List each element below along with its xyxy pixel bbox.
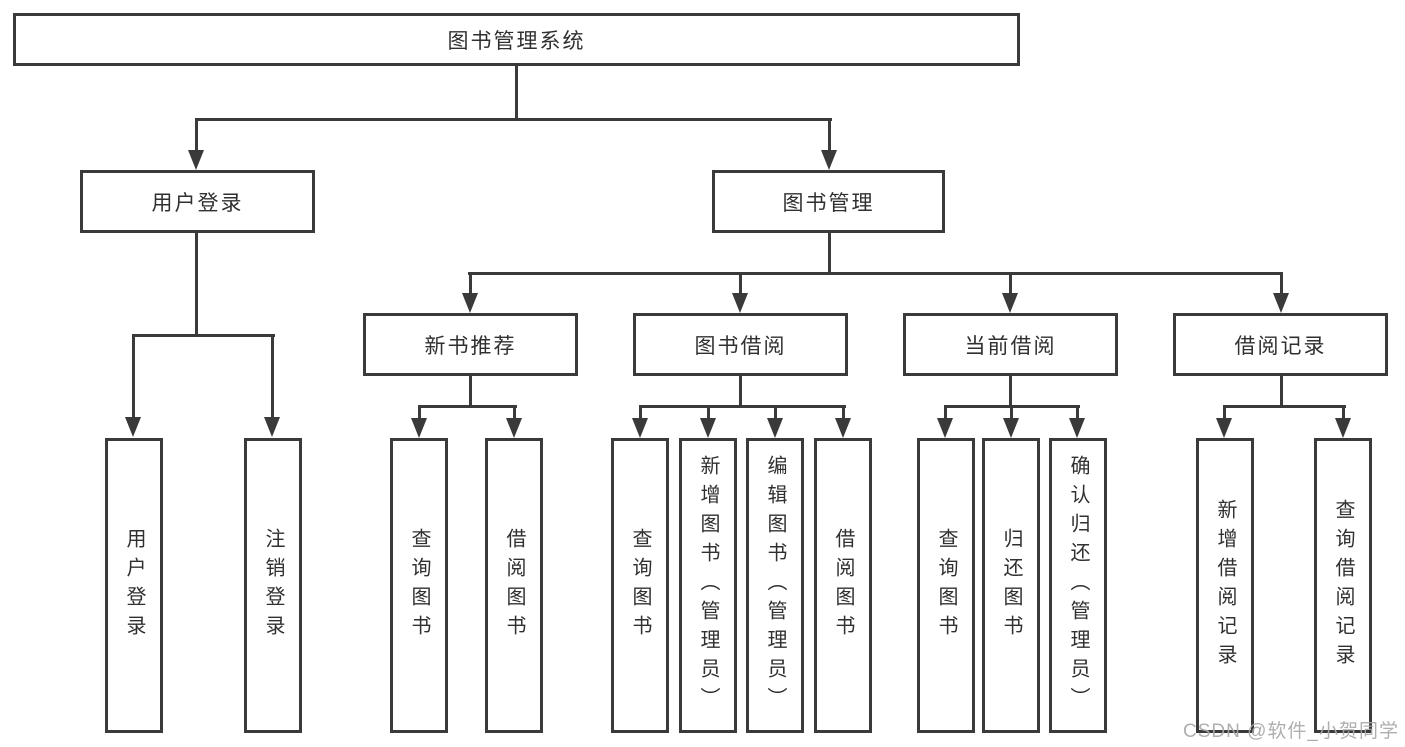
node-label: 图书管理系统 [447, 29, 586, 53]
leaf-user-login: 用户登录 [105, 438, 163, 733]
connector-hline [195, 118, 832, 121]
leaf-query-books-current: 查询图书 [917, 438, 975, 733]
csdn-watermark: CSDN @软件_小贺同学 [1183, 721, 1399, 742]
leaf-query-books-recommend: 查询图书 [390, 438, 448, 733]
leaf-label: 用户登录 [123, 527, 145, 644]
connector-hline [944, 405, 1080, 408]
connector-vline [513, 407, 516, 419]
connector-hline [468, 272, 1283, 275]
leaf-add-borrow-record: 新增借阅记录 [1196, 438, 1254, 733]
connector-vline [1280, 376, 1283, 407]
connector-vline [1223, 407, 1226, 419]
leaf-label: 新增借阅记录 [1214, 498, 1236, 673]
arrowhead-down-icon [188, 150, 204, 170]
connector-vline [195, 233, 198, 336]
leaf-label: 查询图书 [408, 527, 430, 644]
arrowhead-down-icon [1002, 293, 1018, 313]
connector-hline [132, 334, 275, 337]
connector-hline [1223, 405, 1346, 408]
arrowhead-down-icon [506, 418, 522, 438]
connector-hline [418, 405, 517, 408]
leaf-confirm-return-admin: 确认归还（管理员） [1049, 438, 1107, 733]
node-label: 借阅记录 [1234, 334, 1327, 358]
connector-vline [739, 376, 742, 407]
connector-vline [1009, 376, 1012, 407]
connector-vline [774, 407, 777, 419]
arrowhead-down-icon [937, 418, 953, 438]
connector-vline [639, 407, 642, 419]
node-label: 图书借阅 [694, 334, 787, 358]
leaf-add-books-admin: 新增图书（管理员） [679, 438, 737, 733]
arrowhead-down-icon [821, 150, 837, 170]
connector-vline [1342, 407, 1345, 419]
node-current-borrow: 当前借阅 [903, 313, 1118, 376]
connector-vline [842, 407, 845, 419]
arrowhead-down-icon [125, 417, 141, 437]
connector-vline [707, 407, 710, 419]
arrowhead-down-icon [1335, 418, 1351, 438]
arrowhead-down-icon [462, 293, 478, 313]
connector-vline [828, 232, 831, 274]
connector-vline [515, 66, 518, 118]
leaf-edit-books-admin: 编辑图书（管理员） [746, 438, 804, 733]
leaf-label: 编辑图书（管理员） [764, 455, 786, 716]
arrowhead-down-icon [632, 418, 648, 438]
connector-vline [132, 336, 135, 419]
connector-vline [739, 274, 742, 295]
node-library-system: 图书管理系统 [13, 13, 1020, 66]
arrowhead-down-icon [1216, 418, 1232, 438]
connector-vline [1010, 407, 1013, 419]
arrowhead-down-icon [264, 417, 280, 437]
connector-vline [1280, 274, 1283, 295]
leaf-label: 注销登录 [262, 527, 284, 644]
leaf-label: 归还图书 [1000, 527, 1022, 644]
connector-vline [1076, 407, 1079, 419]
connector-vline [195, 120, 198, 152]
arrowhead-down-icon [767, 418, 783, 438]
connector-vline [271, 336, 274, 419]
node-book-management: 图书管理 [712, 170, 945, 233]
node-user-login: 用户登录 [80, 170, 315, 233]
connector-vline [469, 376, 472, 407]
arrowhead-down-icon [1273, 293, 1289, 313]
leaf-borrow-books-recommend: 借阅图书 [485, 438, 543, 733]
node-label: 图书管理 [782, 191, 875, 215]
connector-hline [639, 405, 846, 408]
arrowhead-down-icon [835, 418, 851, 438]
leaf-logout: 注销登录 [244, 438, 302, 733]
connector-vline [1009, 274, 1012, 295]
leaf-label: 确认归还（管理员） [1067, 455, 1089, 716]
arrowhead-down-icon [1003, 418, 1019, 438]
connector-vline [828, 120, 831, 152]
leaf-label: 查询图书 [629, 527, 651, 644]
arrowhead-down-icon [1069, 418, 1085, 438]
node-borrow-records: 借阅记录 [1173, 313, 1388, 376]
node-book-borrow: 图书借阅 [633, 313, 848, 376]
leaf-label: 查询图书 [935, 527, 957, 644]
connector-vline [469, 274, 472, 295]
leaf-label: 借阅图书 [832, 527, 854, 644]
leaf-label: 查询借阅记录 [1332, 498, 1354, 673]
leaf-label: 新增图书（管理员） [697, 455, 719, 716]
leaf-return-books: 归还图书 [982, 438, 1040, 733]
leaf-query-books-borrow: 查询图书 [611, 438, 669, 733]
arrowhead-down-icon [700, 418, 716, 438]
connector-vline [944, 407, 947, 419]
node-new-book-recommend: 新书推荐 [363, 313, 578, 376]
arrowhead-down-icon [732, 293, 748, 313]
node-label: 新书推荐 [424, 334, 517, 358]
node-label: 当前借阅 [964, 334, 1057, 358]
connector-vline [418, 407, 421, 419]
leaf-label: 借阅图书 [503, 527, 525, 644]
arrowhead-down-icon [411, 418, 427, 438]
node-label: 用户登录 [151, 191, 244, 215]
leaf-borrow-books: 借阅图书 [814, 438, 872, 733]
leaf-query-borrow-record: 查询借阅记录 [1314, 438, 1372, 733]
